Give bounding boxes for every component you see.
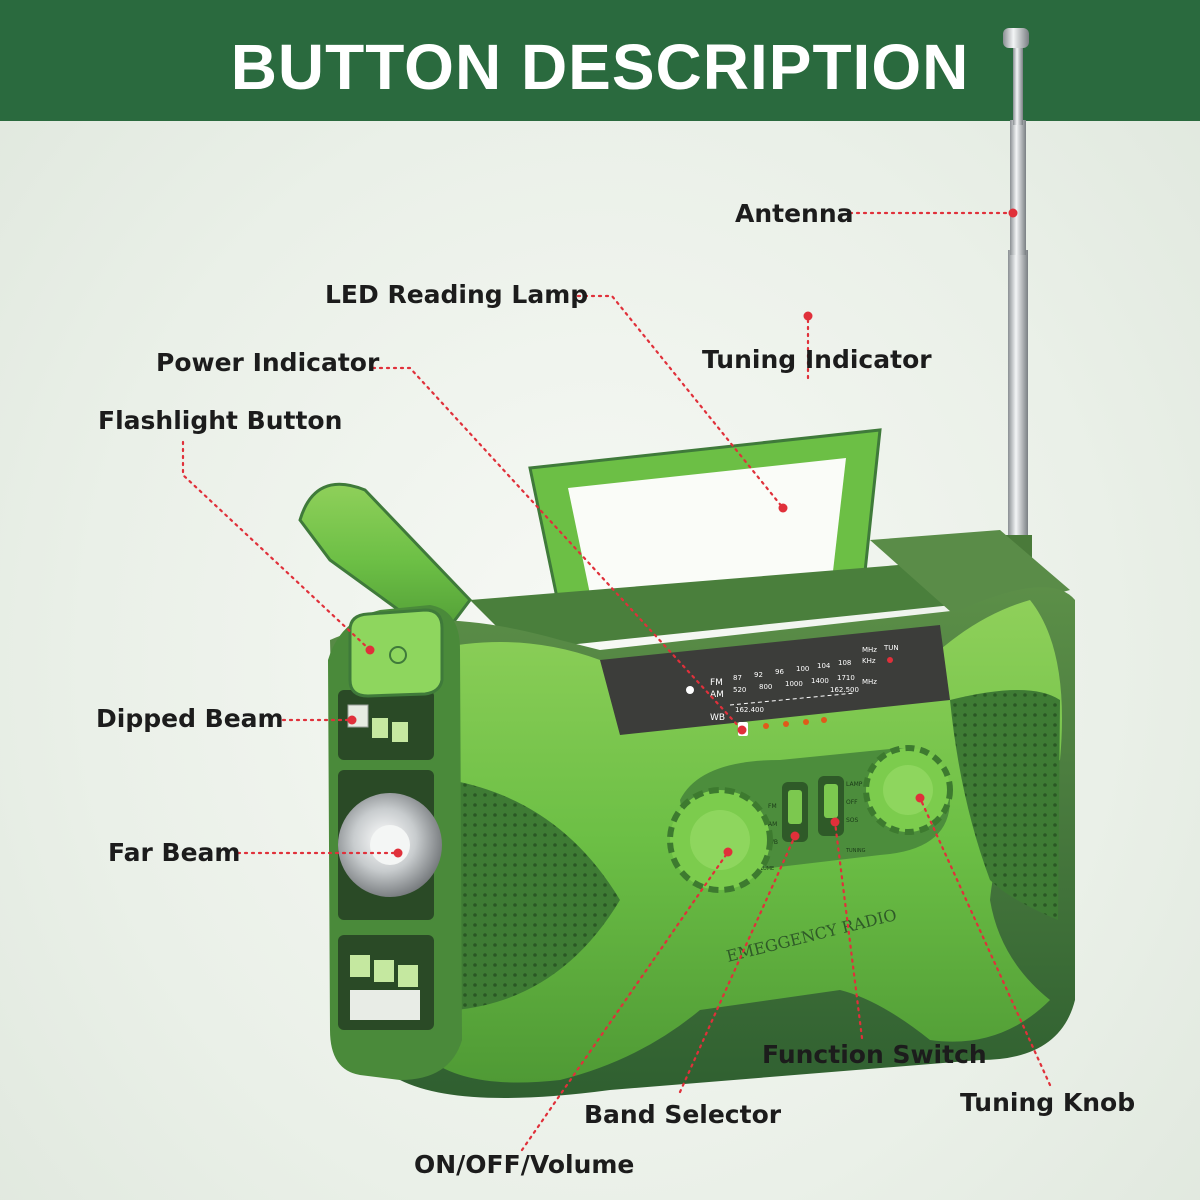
far-beam-label: Far Beam xyxy=(108,838,241,867)
flashlight-column xyxy=(328,605,462,1080)
dial-am-scale: 520 800 1000 1400 1710 xyxy=(733,674,855,694)
function-lamp-label: LAMP xyxy=(846,781,863,788)
dial-fm-tick: 100 xyxy=(796,665,809,673)
dial-wb-label: WB xyxy=(710,713,725,723)
dial-tun-label: TUN xyxy=(883,644,899,652)
dial-am-tick: 1710 xyxy=(837,674,855,682)
power-indicator-label: Power Indicator xyxy=(156,348,380,377)
sun-icon xyxy=(686,686,694,694)
dial-fm-scale: 87 92 96 100 104 108 xyxy=(733,659,851,682)
hand-crank xyxy=(298,482,472,643)
antenna-rod xyxy=(998,28,1032,565)
dial-am-tick: 1400 xyxy=(811,677,829,685)
dial-am-tick: 1000 xyxy=(785,680,803,688)
antenna-label: Antenna xyxy=(735,199,854,228)
led-reading-lamp-label: LED Reading Lamp xyxy=(325,280,589,309)
dial-am-tick: 520 xyxy=(733,686,746,694)
leader-dots xyxy=(347,208,1018,858)
dial-unit-fm: MHz xyxy=(862,646,877,654)
dial-fm-label: FM xyxy=(710,678,723,688)
dial-wb-low: 162.400 xyxy=(735,706,764,714)
volume-knob[interactable] xyxy=(667,787,773,893)
flashlight-icon xyxy=(389,646,407,664)
dial-unit-am: KHz xyxy=(862,657,876,665)
dial-fm-tick: 92 xyxy=(754,671,763,679)
tuning-knob-label: Tuning Knob xyxy=(960,1088,1136,1117)
function-switch-label: Function Switch xyxy=(762,1040,987,1069)
dial-fm-tick: 108 xyxy=(838,659,851,667)
dial-am-label: AM xyxy=(710,690,724,700)
on-off-volume-label: ON/OFF/Volume xyxy=(414,1150,635,1179)
top-plate xyxy=(470,560,1000,650)
leader-lines xyxy=(181,211,1052,1152)
tuning-label: TUNING xyxy=(845,848,866,854)
band-wb-label: WB xyxy=(768,839,778,846)
dipped-beam-label: Dipped Beam xyxy=(96,704,284,733)
flashlight-button-label: Flashlight Button xyxy=(98,406,343,435)
tuning-indicator-label: Tuning Indicator xyxy=(702,345,932,374)
dial-unit-wb: MHz xyxy=(862,678,877,686)
header-banner: BUTTON DESCRIPTION xyxy=(0,0,1200,121)
dial-am-tick: 800 xyxy=(759,683,772,691)
band-selector-label: Band Selector xyxy=(584,1100,782,1129)
control-panel: FM AM WB LAMP OFF SOS OFF VOLUME TUNING xyxy=(667,745,953,893)
dial-fm-tick: 87 xyxy=(733,674,742,682)
banner-title: BUTTON DESCRIPTION xyxy=(230,31,970,103)
function-sos-label: SOS xyxy=(846,817,859,824)
band-fm-label: FM xyxy=(768,803,777,810)
tun-led-icon xyxy=(887,657,893,663)
flashlight-button[interactable] xyxy=(348,608,444,698)
band-am-label: AM xyxy=(768,821,777,828)
dial-wb-high: 162.500 xyxy=(830,686,859,694)
dial-fm-tick: 96 xyxy=(775,668,784,676)
function-off-label: OFF xyxy=(846,799,858,806)
dial-fm-tick: 104 xyxy=(817,662,831,670)
tuning-knob[interactable] xyxy=(863,745,953,835)
